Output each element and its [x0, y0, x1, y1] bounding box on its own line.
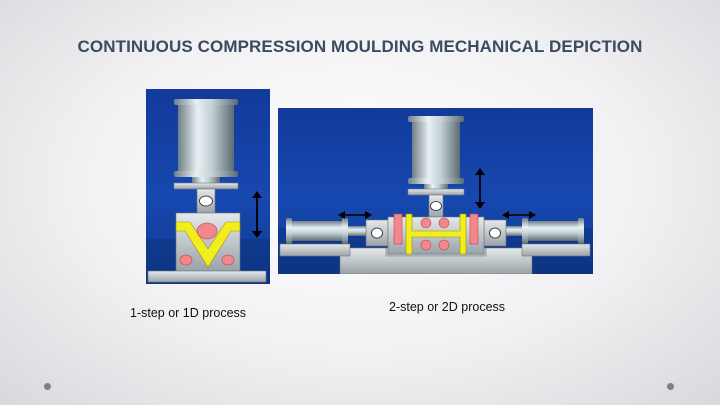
slide-corner-dot-right — [667, 383, 674, 390]
right-horizontal-cylinder — [506, 218, 584, 244]
right-ram-pin-icon — [489, 227, 501, 239]
upper-platen — [407, 188, 465, 196]
figure-1d-process — [146, 89, 270, 284]
vertical-motion-arrow-icon — [252, 191, 262, 238]
right-base — [521, 243, 591, 257]
mould-block — [175, 212, 241, 272]
figure-2d-process — [278, 108, 593, 274]
left-horizontal-arrow-icon — [338, 211, 372, 219]
left-ram-pin-icon — [371, 227, 383, 239]
slide-corner-dot-left — [44, 383, 51, 390]
right-horizontal-arrow-icon — [502, 211, 536, 219]
left-base — [279, 243, 351, 257]
press-1d-diagram — [146, 99, 270, 284]
caption-1d-process: 1-step or 1D process — [130, 306, 247, 320]
press-base — [147, 270, 267, 283]
hydraulic-cylinder — [174, 99, 238, 183]
h-mould-block — [387, 213, 485, 255]
press-2d-diagram — [278, 116, 593, 274]
left-horizontal-cylinder — [286, 218, 366, 244]
vertical-hydraulic-cylinder — [408, 116, 464, 189]
caption-2d-process: 2-step or 2D process — [389, 300, 506, 314]
slide-title: CONTINUOUS COMPRESSION MOULDING MECHANIC… — [77, 37, 643, 56]
upper-platen — [173, 182, 239, 190]
vertical-motion-arrow-icon — [475, 168, 485, 209]
vertical-ram-pin-icon — [430, 201, 442, 211]
ram-pin-icon — [199, 195, 213, 207]
